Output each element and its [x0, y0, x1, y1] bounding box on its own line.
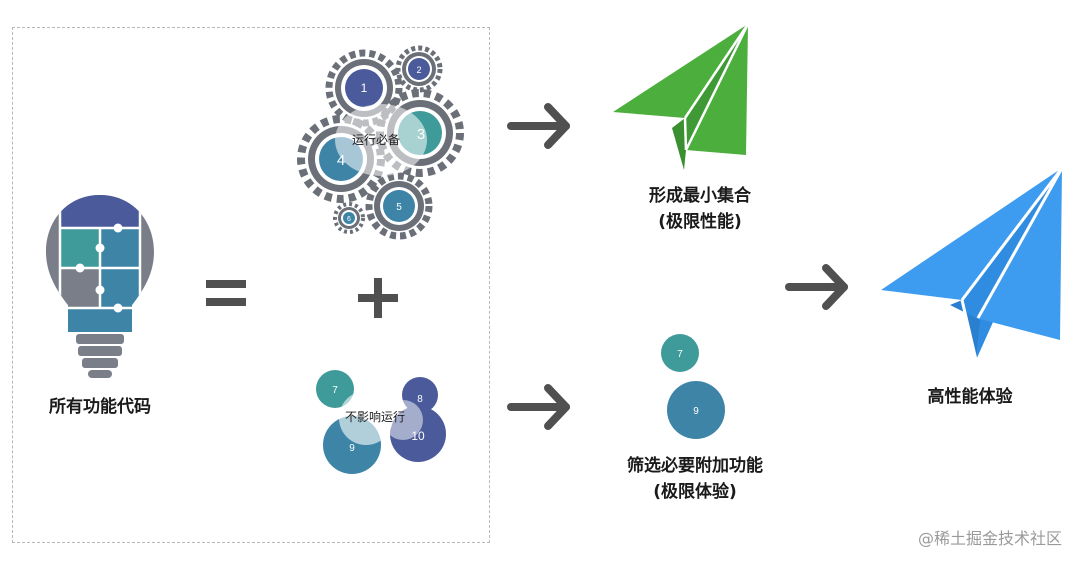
gears-cluster: 1 2 3 4 5 6 — [297, 45, 464, 240]
all-features-label: 所有功能代码 — [49, 397, 151, 417]
gear-number-1: 1 — [361, 81, 368, 95]
bubble-number-10: 10 — [411, 429, 425, 443]
gear-2 — [395, 45, 443, 93]
gear-5 — [365, 172, 433, 240]
gear-1 — [325, 49, 403, 127]
selected-bubbles: 7 9 — [661, 334, 725, 439]
bubble-overlay-left — [339, 391, 393, 445]
selected-bubble-9 — [667, 381, 725, 439]
optional-features-label: 筛选必要附加功能 (极限体验) — [605, 453, 785, 505]
bubble-overlay-right — [383, 400, 423, 440]
gear-number-3: 3 — [417, 126, 425, 143]
high-performance-label: 高性能体验 — [927, 387, 1013, 407]
arrow-to-bottom-icon — [507, 384, 570, 430]
bubble-7 — [316, 370, 354, 408]
green-paper-plane-icon — [613, 23, 750, 170]
blue-paper-plane-icon — [881, 167, 1064, 361]
gear-6 — [333, 202, 365, 234]
selected-bubble-number-9: 9 — [693, 406, 699, 417]
gear-number-6: 6 — [347, 216, 351, 223]
bubble-number-9: 9 — [349, 443, 355, 454]
all-features-frame — [12, 27, 490, 543]
bubbles-group-label: 不影响运行 — [345, 410, 406, 424]
minimal-set-label-line1: 形成最小集合 — [649, 186, 751, 206]
gear-number-2: 2 — [416, 65, 421, 75]
plus-icon — [358, 278, 398, 318]
optional-features-label-line2: (极限体验) — [653, 482, 737, 502]
arrow-to-result-icon — [785, 264, 848, 310]
arrow-to-top-icon — [507, 103, 570, 149]
minimal-set-label-line2: (极限性能) — [658, 212, 742, 232]
gears-group-label: 运行必备 — [352, 133, 401, 147]
bubbles-cluster: 7 8 9 10 — [316, 370, 446, 474]
watermark: @稀土掘金技术社区 — [917, 529, 1062, 548]
bubble-number-8: 8 — [417, 394, 423, 405]
minimal-set-label: 形成最小集合 (极限性能) — [620, 183, 780, 235]
gear-number-5: 5 — [396, 202, 402, 213]
lightbulb-icon — [46, 195, 154, 378]
gear-number-4: 4 — [337, 152, 345, 169]
selected-bubble-7 — [661, 334, 699, 372]
optional-features-label-line1: 筛选必要附加功能 — [627, 456, 763, 476]
equals-icon — [206, 280, 246, 306]
selected-bubble-number-7: 7 — [677, 349, 683, 360]
gears-overlay — [335, 104, 427, 176]
bubble-number-7: 7 — [332, 385, 338, 396]
